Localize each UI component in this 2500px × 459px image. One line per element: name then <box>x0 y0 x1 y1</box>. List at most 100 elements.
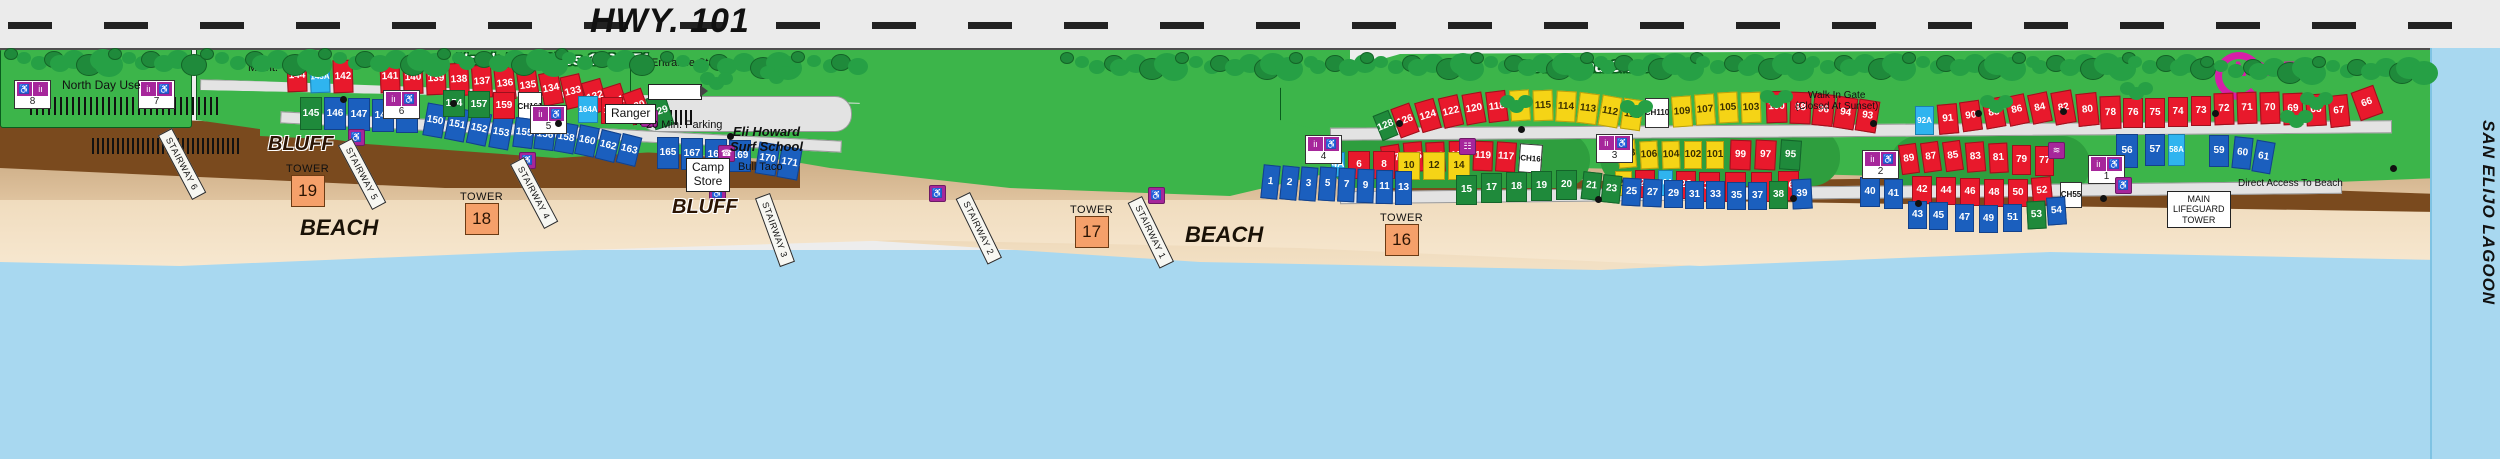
campsite-146[interactable]: 146 <box>324 97 346 130</box>
campsite-109[interactable]: 109 <box>1670 95 1694 128</box>
north-day-use: North Day Use <box>62 78 141 92</box>
campsite-18[interactable]: 18 <box>1506 172 1527 202</box>
campsite-57[interactable]: 57 <box>2145 134 2165 166</box>
campsite-7[interactable]: 7 <box>1337 167 1356 203</box>
campsite-41[interactable]: 41 <box>1884 179 1903 209</box>
campsite-76[interactable]: 76 <box>2123 98 2143 128</box>
campsite-53[interactable]: 53 <box>2026 200 2047 230</box>
campsite-147[interactable]: 147 <box>348 98 370 131</box>
shower-icon[interactable]: ♿ <box>929 185 946 202</box>
campsite-107[interactable]: 107 <box>1693 93 1717 126</box>
tree-icon <box>629 54 656 77</box>
campsite-12[interactable]: 12 <box>1423 152 1445 180</box>
direct-access-to-beach: Direct Access To Beach <box>2238 178 2343 189</box>
shower-icon[interactable]: ♿ <box>1148 187 1165 204</box>
tree-icon <box>1902 52 1916 65</box>
campsite-70[interactable]: 70 <box>2259 91 2281 125</box>
campsite-38[interactable]: 38 <box>1769 181 1788 209</box>
campsite-80[interactable]: 80 <box>2075 91 2100 128</box>
campsite-115[interactable]: 115 <box>1532 89 1554 122</box>
campsite-159[interactable]: 159 <box>493 92 515 119</box>
campsite-99[interactable]: 99 <box>1729 139 1752 171</box>
campsite-81[interactable]: 81 <box>1988 142 2009 174</box>
campsite-13[interactable]: 13 <box>1395 171 1412 205</box>
campsite-60[interactable]: 60 <box>2231 136 2254 170</box>
restroom-1[interactable]: iı♿1 <box>2088 155 2125 184</box>
restroom-icon: iı <box>1865 152 1880 166</box>
campsite-5[interactable]: 5 <box>1317 166 1338 202</box>
campsite-45[interactable]: 45 <box>1929 202 1948 230</box>
campsite-113[interactable]: 113 <box>1576 91 1600 126</box>
campsite-50[interactable]: 50 <box>2008 179 2028 207</box>
campsite-23[interactable]: 23 <box>1600 174 1623 204</box>
campsite-79[interactable]: 79 <box>2012 145 2031 175</box>
campsite-59[interactable]: 59 <box>2209 135 2229 167</box>
picnic-icon[interactable]: ☷ <box>1459 138 1476 155</box>
campsite-104[interactable]: 104 <box>1661 140 1681 170</box>
campsite-54[interactable]: 54 <box>2046 196 2067 226</box>
campsite-145[interactable]: 145 <box>300 97 322 130</box>
campsite-15[interactable]: 15 <box>1456 175 1477 205</box>
campsite-46[interactable]: 46 <box>1960 178 1980 206</box>
campsite-40[interactable]: 40 <box>1860 177 1880 207</box>
campsite-1[interactable]: 1 <box>1260 164 1281 200</box>
campsite-35[interactable]: 35 <box>1727 182 1746 210</box>
restroom-6[interactable]: iı♿6 <box>383 90 420 119</box>
campsite-102[interactable]: 102 <box>1684 141 1702 169</box>
campsite-37[interactable]: 37 <box>1748 182 1767 210</box>
campsite-39[interactable]: 39 <box>1791 178 1813 210</box>
campsite-114[interactable]: 114 <box>1555 90 1577 123</box>
campsite-29[interactable]: 29 <box>1664 180 1683 208</box>
campsite-31[interactable]: 31 <box>1685 181 1704 209</box>
campsite-19[interactable]: 19 <box>1531 171 1552 201</box>
campsite-97[interactable]: 97 <box>1754 139 1777 171</box>
campsite-83[interactable]: 83 <box>1964 141 1987 173</box>
campsite-71[interactable]: 71 <box>2236 91 2258 125</box>
restroom-2[interactable]: iı♿2 <box>1862 150 1899 179</box>
campsite-44[interactable]: 44 <box>1936 177 1956 205</box>
campsite-73[interactable]: 73 <box>2191 96 2211 126</box>
campsite-51[interactable]: 51 <box>2003 204 2022 232</box>
tree-icon <box>1388 60 1404 74</box>
campsite-78[interactable]: 78 <box>2099 95 2122 130</box>
highway-dash <box>2120 22 2164 29</box>
shower-icon[interactable]: ♿ <box>2115 177 2132 194</box>
campsite-25[interactable]: 25 <box>1621 177 1642 207</box>
campsite-101[interactable]: 101 <box>1706 141 1724 169</box>
campsite-47[interactable]: 47 <box>1955 204 1974 232</box>
campsite-20[interactable]: 20 <box>1556 170 1577 200</box>
campsite-17[interactable]: 17 <box>1481 173 1502 203</box>
campsite-103[interactable]: 103 <box>1740 91 1762 124</box>
campsite-42[interactable]: 42 <box>1912 176 1932 204</box>
campsite-49[interactable]: 49 <box>1979 205 1998 233</box>
campsite-27[interactable]: 27 <box>1642 178 1663 208</box>
campsite-2[interactable]: 2 <box>1279 165 1300 201</box>
tree-icon <box>660 51 674 64</box>
restroom-7[interactable]: iı♿7 <box>138 80 175 109</box>
restroom-5[interactable]: iı♿5 <box>530 105 567 134</box>
campsite-3[interactable]: 3 <box>1298 166 1319 202</box>
campsite-91[interactable]: 91 <box>1936 103 1960 135</box>
campsite-11[interactable]: 11 <box>1375 169 1394 205</box>
campsite-95[interactable]: 95 <box>1778 139 1803 171</box>
campsite-9[interactable]: 9 <box>1356 168 1375 204</box>
restroom-4[interactable]: iı♿4 <box>1305 135 1342 164</box>
campsite-33[interactable]: 33 <box>1706 181 1725 209</box>
campsite-117[interactable]: 117 <box>1494 141 1518 173</box>
campsite-157[interactable]: 157 <box>468 91 490 118</box>
campsite-75[interactable]: 75 <box>2145 98 2165 128</box>
campsite-74[interactable]: 74 <box>2168 97 2188 127</box>
campsite-105[interactable]: 105 <box>1717 91 1739 124</box>
restroom-3[interactable]: iı♿3 <box>1596 134 1633 163</box>
campsite-72[interactable]: 72 <box>2213 92 2235 126</box>
campsite-165[interactable]: 165 <box>657 137 679 169</box>
campsite-48[interactable]: 48 <box>1984 179 2004 207</box>
campsite-106[interactable]: 106 <box>1639 140 1659 170</box>
dumpstation-icon[interactable]: ≋ <box>2048 142 2065 159</box>
